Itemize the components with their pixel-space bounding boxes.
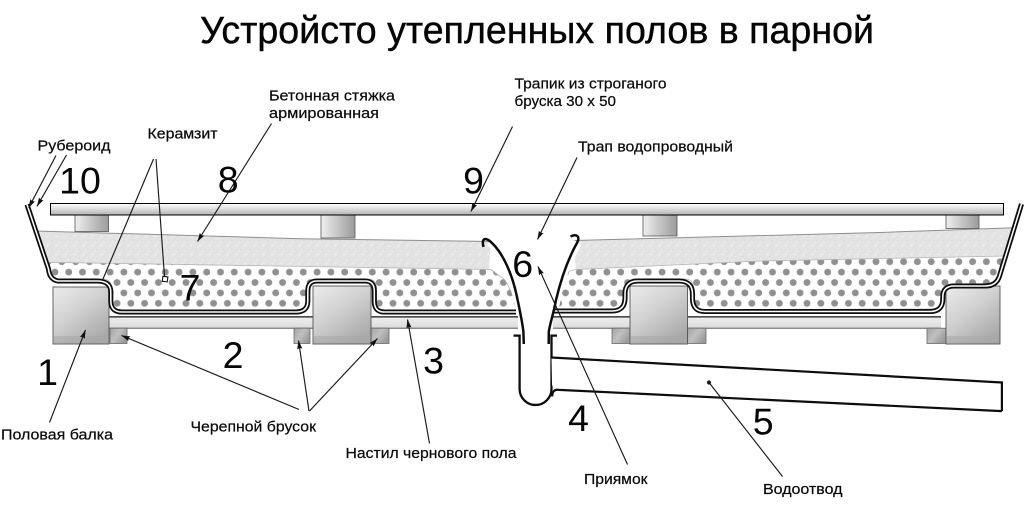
svg-text:10: 10: [59, 160, 101, 202]
svg-text:7: 7: [180, 267, 201, 309]
svg-text:Рубероид: Рубероид: [38, 138, 111, 155]
svg-text:9: 9: [463, 160, 484, 202]
svg-text:Водоотвод: Водоотвод: [763, 481, 843, 498]
svg-text:Приямок: Приямок: [584, 471, 648, 488]
svg-text:8: 8: [218, 159, 239, 201]
svg-text:3: 3: [423, 340, 444, 382]
svg-text:Устройсто утепленных полов в п: Устройсто утепленных полов в парной: [200, 10, 874, 52]
svg-text:Настил чернового пола: Настил чернового пола: [346, 445, 518, 462]
svg-text:Керамзит: Керамзит: [148, 126, 218, 143]
svg-text:Трап водопроводный: Трап водопроводный: [578, 139, 733, 156]
svg-text:5: 5: [753, 400, 774, 442]
svg-text:Трапик из строганого: Трапик из строганого: [515, 76, 667, 93]
svg-text:Черепной брусок: Черепной брусок: [191, 419, 317, 436]
svg-text:Половая балка: Половая балка: [1, 427, 114, 444]
svg-text:4: 4: [568, 397, 589, 439]
svg-text:1: 1: [37, 351, 58, 393]
svg-text:армированная: армированная: [269, 105, 379, 122]
svg-text:бруска 30 х 50: бруска 30 х 50: [515, 93, 617, 110]
svg-text:Бетонная стяжка: Бетонная стяжка: [269, 88, 396, 105]
svg-text:6: 6: [512, 243, 533, 285]
svg-text:2: 2: [223, 334, 244, 376]
